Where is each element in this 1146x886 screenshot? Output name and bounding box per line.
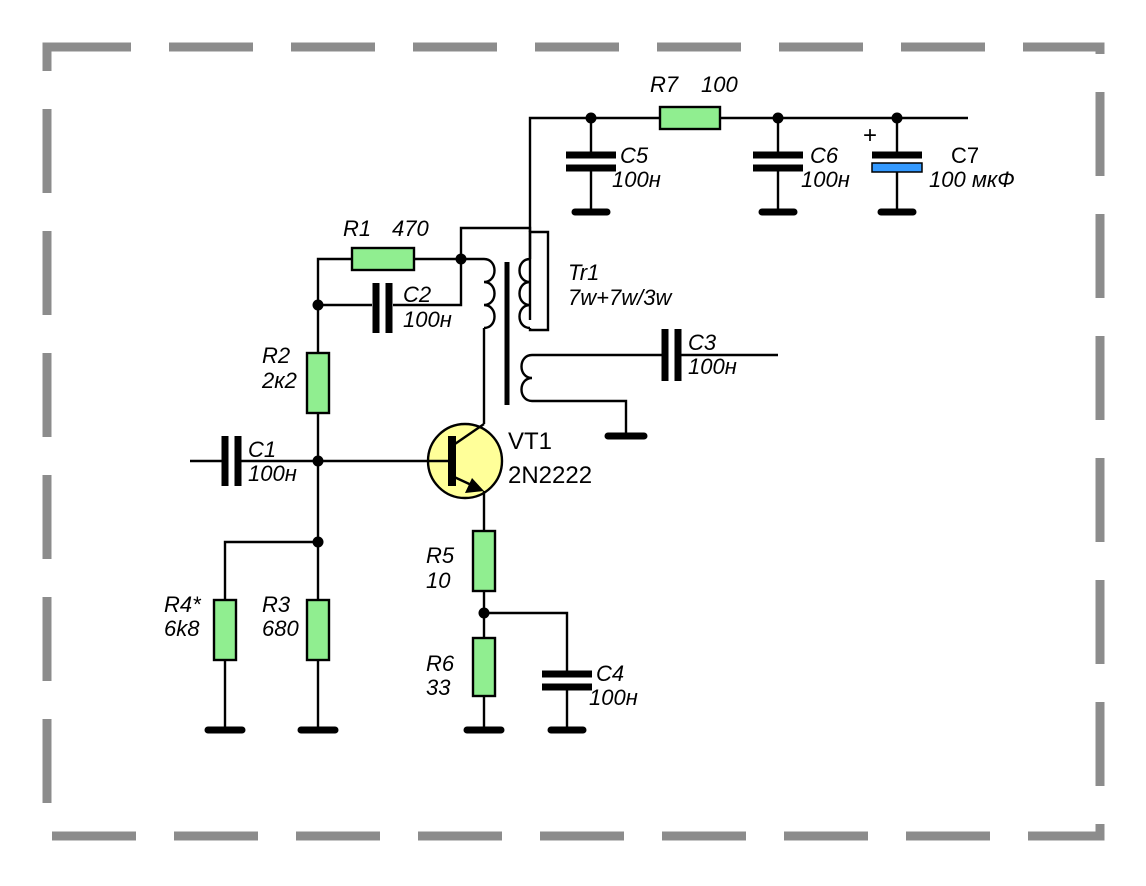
r1-name: R1 — [343, 216, 371, 241]
c6-value: 100н — [801, 167, 850, 192]
c1-value: 100н — [248, 461, 297, 486]
r7-resistor — [658, 105, 722, 131]
c3-name: C3 — [688, 330, 717, 355]
r7-name: R7 — [650, 72, 679, 97]
c4-name: C4 — [596, 661, 624, 686]
r3-name: R3 — [262, 592, 291, 617]
c7-negative-plate — [871, 162, 923, 173]
r3-resistor — [305, 598, 331, 662]
r3-value: 680 — [262, 616, 299, 641]
c3-output — [661, 329, 778, 381]
vt1-value: 2N2222 — [508, 462, 592, 489]
c7-name: C7 — [951, 143, 979, 168]
r1-value: 470 — [392, 216, 429, 241]
r4-value: 6k8 — [164, 616, 200, 641]
c1-name: C1 — [248, 437, 276, 462]
tr1-value: 7w+7w/3w — [568, 285, 673, 310]
c2-value: 100н — [403, 307, 452, 332]
emitter-network — [463, 529, 592, 734]
c7-value: 100 мкФ — [929, 167, 1015, 192]
c6-name: C6 — [810, 143, 839, 168]
r6-name: R6 — [426, 651, 455, 676]
r7-value: 100 — [701, 72, 738, 97]
r4-name: R4* — [164, 592, 202, 617]
r5-value: 10 — [426, 568, 451, 593]
c5-name: C5 — [620, 143, 649, 168]
dashed-frame — [42, 42, 1105, 841]
c2-name: C2 — [403, 282, 431, 307]
r2-name: R2 — [262, 343, 290, 368]
r2-resistor — [305, 351, 331, 415]
c5-value: 100н — [612, 167, 661, 192]
supply-rail — [528, 105, 968, 320]
transistor-vt1 — [318, 328, 504, 531]
c7-polarity: + — [863, 122, 877, 149]
r6-value: 33 — [426, 675, 451, 700]
tr1-name: Tr1 — [568, 260, 599, 285]
r6-resistor — [471, 636, 497, 698]
bias-network — [305, 246, 467, 600]
r2-value: 2к2 — [261, 368, 297, 393]
r1-resistor — [350, 246, 416, 272]
r3-r4-branch — [204, 540, 339, 734]
r5-resistor — [471, 529, 497, 593]
r5-name: R5 — [426, 543, 455, 568]
transformer-tr1 — [459, 226, 662, 440]
vt1-name: VT1 — [508, 428, 552, 455]
c3-value: 100н — [688, 354, 737, 379]
r4-resistor — [212, 598, 238, 662]
c1-input — [190, 436, 318, 486]
c4-value: 100н — [589, 685, 638, 710]
